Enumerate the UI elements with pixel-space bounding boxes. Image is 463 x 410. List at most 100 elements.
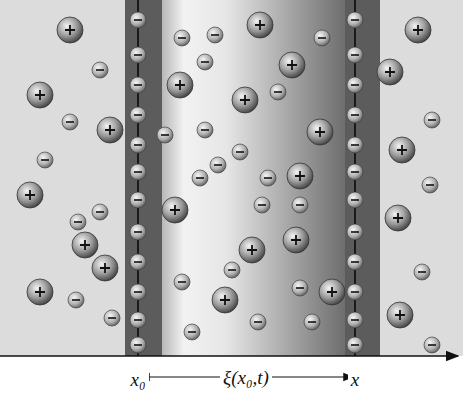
minus-sign [228,269,236,271]
ion-particle [27,279,53,305]
electron-sphere [130,77,146,93]
minus-sign [351,199,359,201]
plus-sign [105,125,115,135]
electron-particle [130,47,146,63]
plus-sign [291,235,301,245]
ion-sphere [57,17,83,43]
minus-sign [296,287,304,289]
electron-sphere [304,314,320,330]
electron-sphere [250,314,266,330]
electron-particle [424,112,440,128]
electron-sphere [270,84,286,100]
minus-sign [134,144,142,146]
minus-sign [351,19,359,21]
electron-particle [174,274,190,290]
electron-sphere [192,170,208,186]
ion-particle [57,17,83,43]
plus-sign [327,287,337,297]
minus-sign [236,151,244,153]
ion-particle [287,163,313,189]
minus-sign [211,34,219,36]
electron-particle [347,12,363,28]
electron-sphere [347,137,363,153]
ion-sphere [92,255,118,281]
electron-particle [62,114,78,130]
minus-sign [108,317,116,319]
electron-particle [197,54,213,70]
minus-sign [178,37,186,39]
minus-sign [134,261,142,263]
electron-particle [347,47,363,63]
ion-sphere [162,197,188,223]
electron-particle [414,264,430,280]
ion-particle [385,205,411,231]
minus-sign [258,204,266,206]
minus-sign [296,204,304,206]
ion-sphere [279,52,305,78]
ion-sphere [232,87,258,113]
ion-particle [17,182,43,208]
ion-sphere [287,163,313,189]
plus-sign [413,25,423,35]
plus-sign [65,25,75,35]
electron-particle [422,177,438,193]
plus-sign [247,245,257,255]
charge-layer [345,0,380,356]
electron-particle [70,214,86,230]
ion-particle [162,197,188,223]
minus-sign [418,271,426,273]
electron-sphere [292,280,308,296]
ion-particle [239,237,265,263]
electron-sphere [130,312,146,328]
electron-sphere [210,157,226,173]
plus-sign [35,287,45,297]
electron-sphere [130,164,146,180]
minus-sign [134,171,142,173]
electron-sphere [424,112,440,128]
electron-sphere [424,337,440,353]
minus-sign [351,231,359,233]
plus-sign [393,213,403,223]
minus-sign [274,91,282,93]
ion-particle [389,137,415,163]
electron-sphere [37,152,53,168]
electron-particle [104,310,120,326]
minus-sign [428,344,436,346]
ion-sphere [27,82,53,108]
electron-sphere [347,12,363,28]
electron-particle [347,164,363,180]
minus-sign [134,319,142,321]
electron-particle [130,164,146,180]
electron-particle [224,262,240,278]
plus-sign [35,90,45,100]
electron-sphere [347,254,363,270]
ion-sphere [387,302,413,328]
electron-sphere [414,264,430,280]
electron-particle [347,254,363,270]
minus-sign [41,159,49,161]
ion-sphere [307,119,333,145]
electron-sphere [92,62,108,78]
electron-particle [347,77,363,93]
minus-sign [318,37,326,39]
electron-sphere [92,204,108,220]
plus-sign [385,67,395,77]
minus-sign [134,19,142,21]
electron-particle [130,312,146,328]
electron-sphere [422,177,438,193]
ion-particle [319,279,345,305]
plus-sign [295,171,305,181]
ion-sphere [247,12,273,38]
ion-particle [247,12,273,38]
electron-particle [347,337,363,353]
minus-sign [201,129,209,131]
electron-particle [254,197,270,213]
electron-particle [424,337,440,353]
electron-sphere [347,337,363,353]
electron-particle [192,170,208,186]
electron-sphere [130,224,146,240]
displacement-label: ξ(x₀,t) [220,368,272,387]
minus-sign [351,144,359,146]
electron-sphere [174,30,190,46]
